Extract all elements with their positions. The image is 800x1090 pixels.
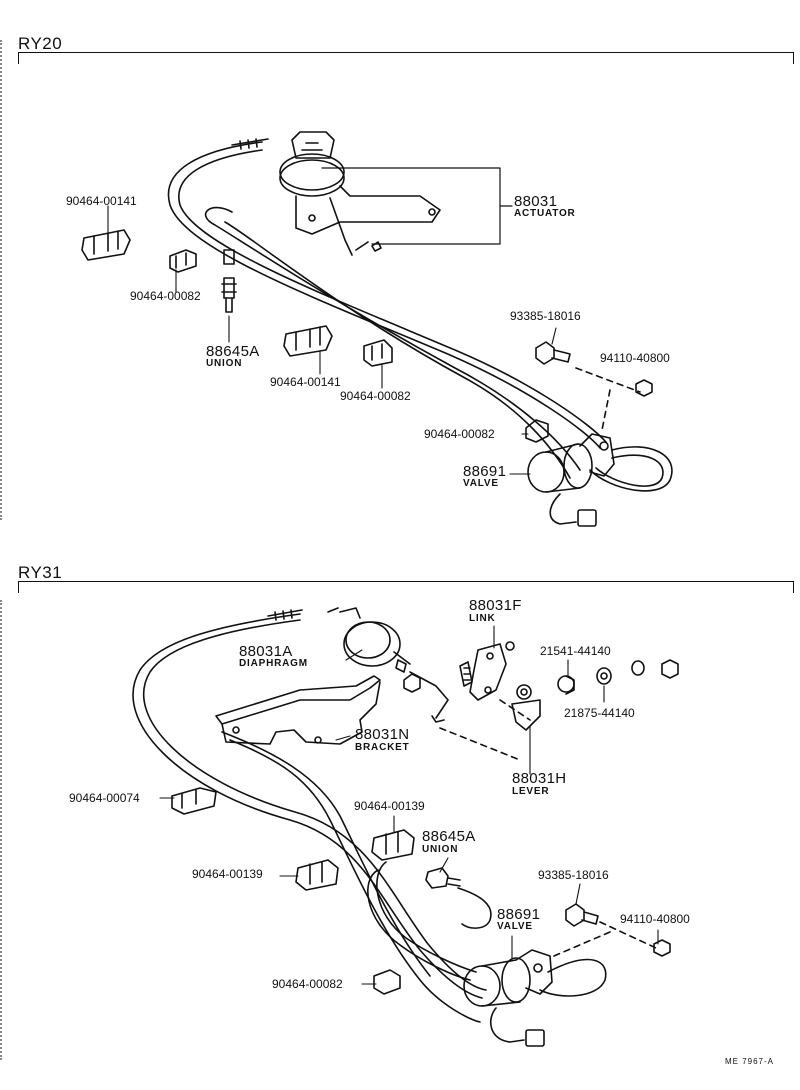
ry20-leader-lines <box>107 205 557 475</box>
part-number-88645a[interactable]: 88645A <box>206 343 260 360</box>
part-number-93385-18016[interactable]: 93385-18016 <box>510 309 581 323</box>
left-edge-marks <box>0 40 8 520</box>
part-number-88031n[interactable]: 88031N <box>355 726 410 743</box>
part-name-bracket: BRACKET <box>355 742 410 753</box>
ry20-actuator-drawing <box>279 131 513 256</box>
section-frame-left-tick-ry20 <box>18 52 19 64</box>
ry31-link-drawing <box>459 641 515 701</box>
ry31-bracket-drawing <box>215 675 381 745</box>
section-title-ry31: RY31 <box>18 563 63 582</box>
ry20-clip-00082-a <box>169 249 197 273</box>
section-frame-right-tick-ry31 <box>793 581 794 593</box>
ry31-diaphragm-drawing <box>327 607 449 723</box>
ry20-union-drawing <box>221 249 237 313</box>
ry20-vacuum-hoses <box>167 138 673 492</box>
part-number-88691-ry31[interactable]: 88691 <box>497 906 541 923</box>
part-number-90464-00141-b[interactable]: 90464-00141 <box>270 375 341 389</box>
part-number-90464-00082-c[interactable]: 90464-00082 <box>424 427 495 441</box>
ry31-clip-00139-a <box>371 829 415 861</box>
part-name-link: LINK <box>469 613 496 624</box>
ry20-clip-00141-a <box>81 229 131 261</box>
section-frame-left-tick-ry31 <box>18 581 19 593</box>
part-number-94110-40800[interactable]: 94110-40800 <box>600 351 670 365</box>
part-name-valve-ry31: VALVE <box>497 921 533 932</box>
diagram-code: ME 7967-A <box>724 1057 774 1066</box>
ry31-union-drawing <box>425 867 461 889</box>
ry31-vacuum-hoses <box>132 609 607 1023</box>
section-frame-top-ry31 <box>18 581 794 582</box>
left-edge-marks-lower <box>0 600 8 1060</box>
part-name-actuator: ACTUATOR <box>514 208 576 219</box>
part-number-90464-00082-b[interactable]: 90464-00082 <box>340 389 411 403</box>
part-name-diaphragm: DIAPHRAGM <box>239 658 308 669</box>
ry31-clip-00139-b <box>295 859 339 891</box>
part-number-90464-00082-ry31[interactable]: 90464-00082 <box>272 977 343 991</box>
part-number-21875-44140[interactable]: 21875-44140 <box>564 706 635 720</box>
part-number-88645a-ry31[interactable]: 88645A <box>422 828 476 845</box>
ry31-clip-00074 <box>171 787 217 815</box>
part-number-90464-00139-a[interactable]: 90464-00139 <box>354 799 425 813</box>
part-number-93385-18016-ry31[interactable]: 93385-18016 <box>538 868 609 882</box>
part-number-88031a[interactable]: 88031A <box>239 643 293 660</box>
ry20-clip-00141-b <box>283 325 333 357</box>
part-number-90464-00139-b[interactable]: 90464-00139 <box>192 867 263 881</box>
part-number-90464-00082-a[interactable]: 90464-00082 <box>130 289 201 303</box>
part-name-valve: VALVE <box>463 478 499 489</box>
part-number-90464-00141-a[interactable]: 90464-00141 <box>66 194 137 208</box>
ry31-valve-drawing <box>463 949 553 1047</box>
ry31-leader-lines <box>159 625 659 985</box>
part-number-88691[interactable]: 88691 <box>463 463 507 480</box>
part-number-88031h[interactable]: 88031H <box>512 770 567 787</box>
part-name-lever: LEVER <box>512 786 550 797</box>
ry31-lever-drawing <box>439 684 541 761</box>
part-number-88031[interactable]: 88031 <box>514 193 558 210</box>
section-title-ry20: RY20 <box>18 34 63 53</box>
part-number-90464-00074[interactable]: 90464-00074 <box>69 791 140 805</box>
ry20-clip-00082-c <box>525 419 549 443</box>
part-number-88031f[interactable]: 88031F <box>469 597 522 614</box>
ry20-bolt-and-nut <box>535 341 653 431</box>
part-name-union: UNION <box>206 358 243 369</box>
part-name-union-ry31: UNION <box>422 844 459 855</box>
part-number-21541-44140[interactable]: 21541-44140 <box>540 644 611 658</box>
ry31-clip-00082 <box>373 969 401 995</box>
part-number-94110-40800-ry31[interactable]: 94110-40800 <box>620 912 690 926</box>
section-frame-top-ry20 <box>18 52 794 53</box>
ry20-clip-00082-b <box>363 339 393 367</box>
section-frame-right-tick-ry20 <box>793 52 794 64</box>
ry31-washers-and-nut <box>557 659 679 695</box>
ry20-valve-drawing <box>527 433 615 527</box>
